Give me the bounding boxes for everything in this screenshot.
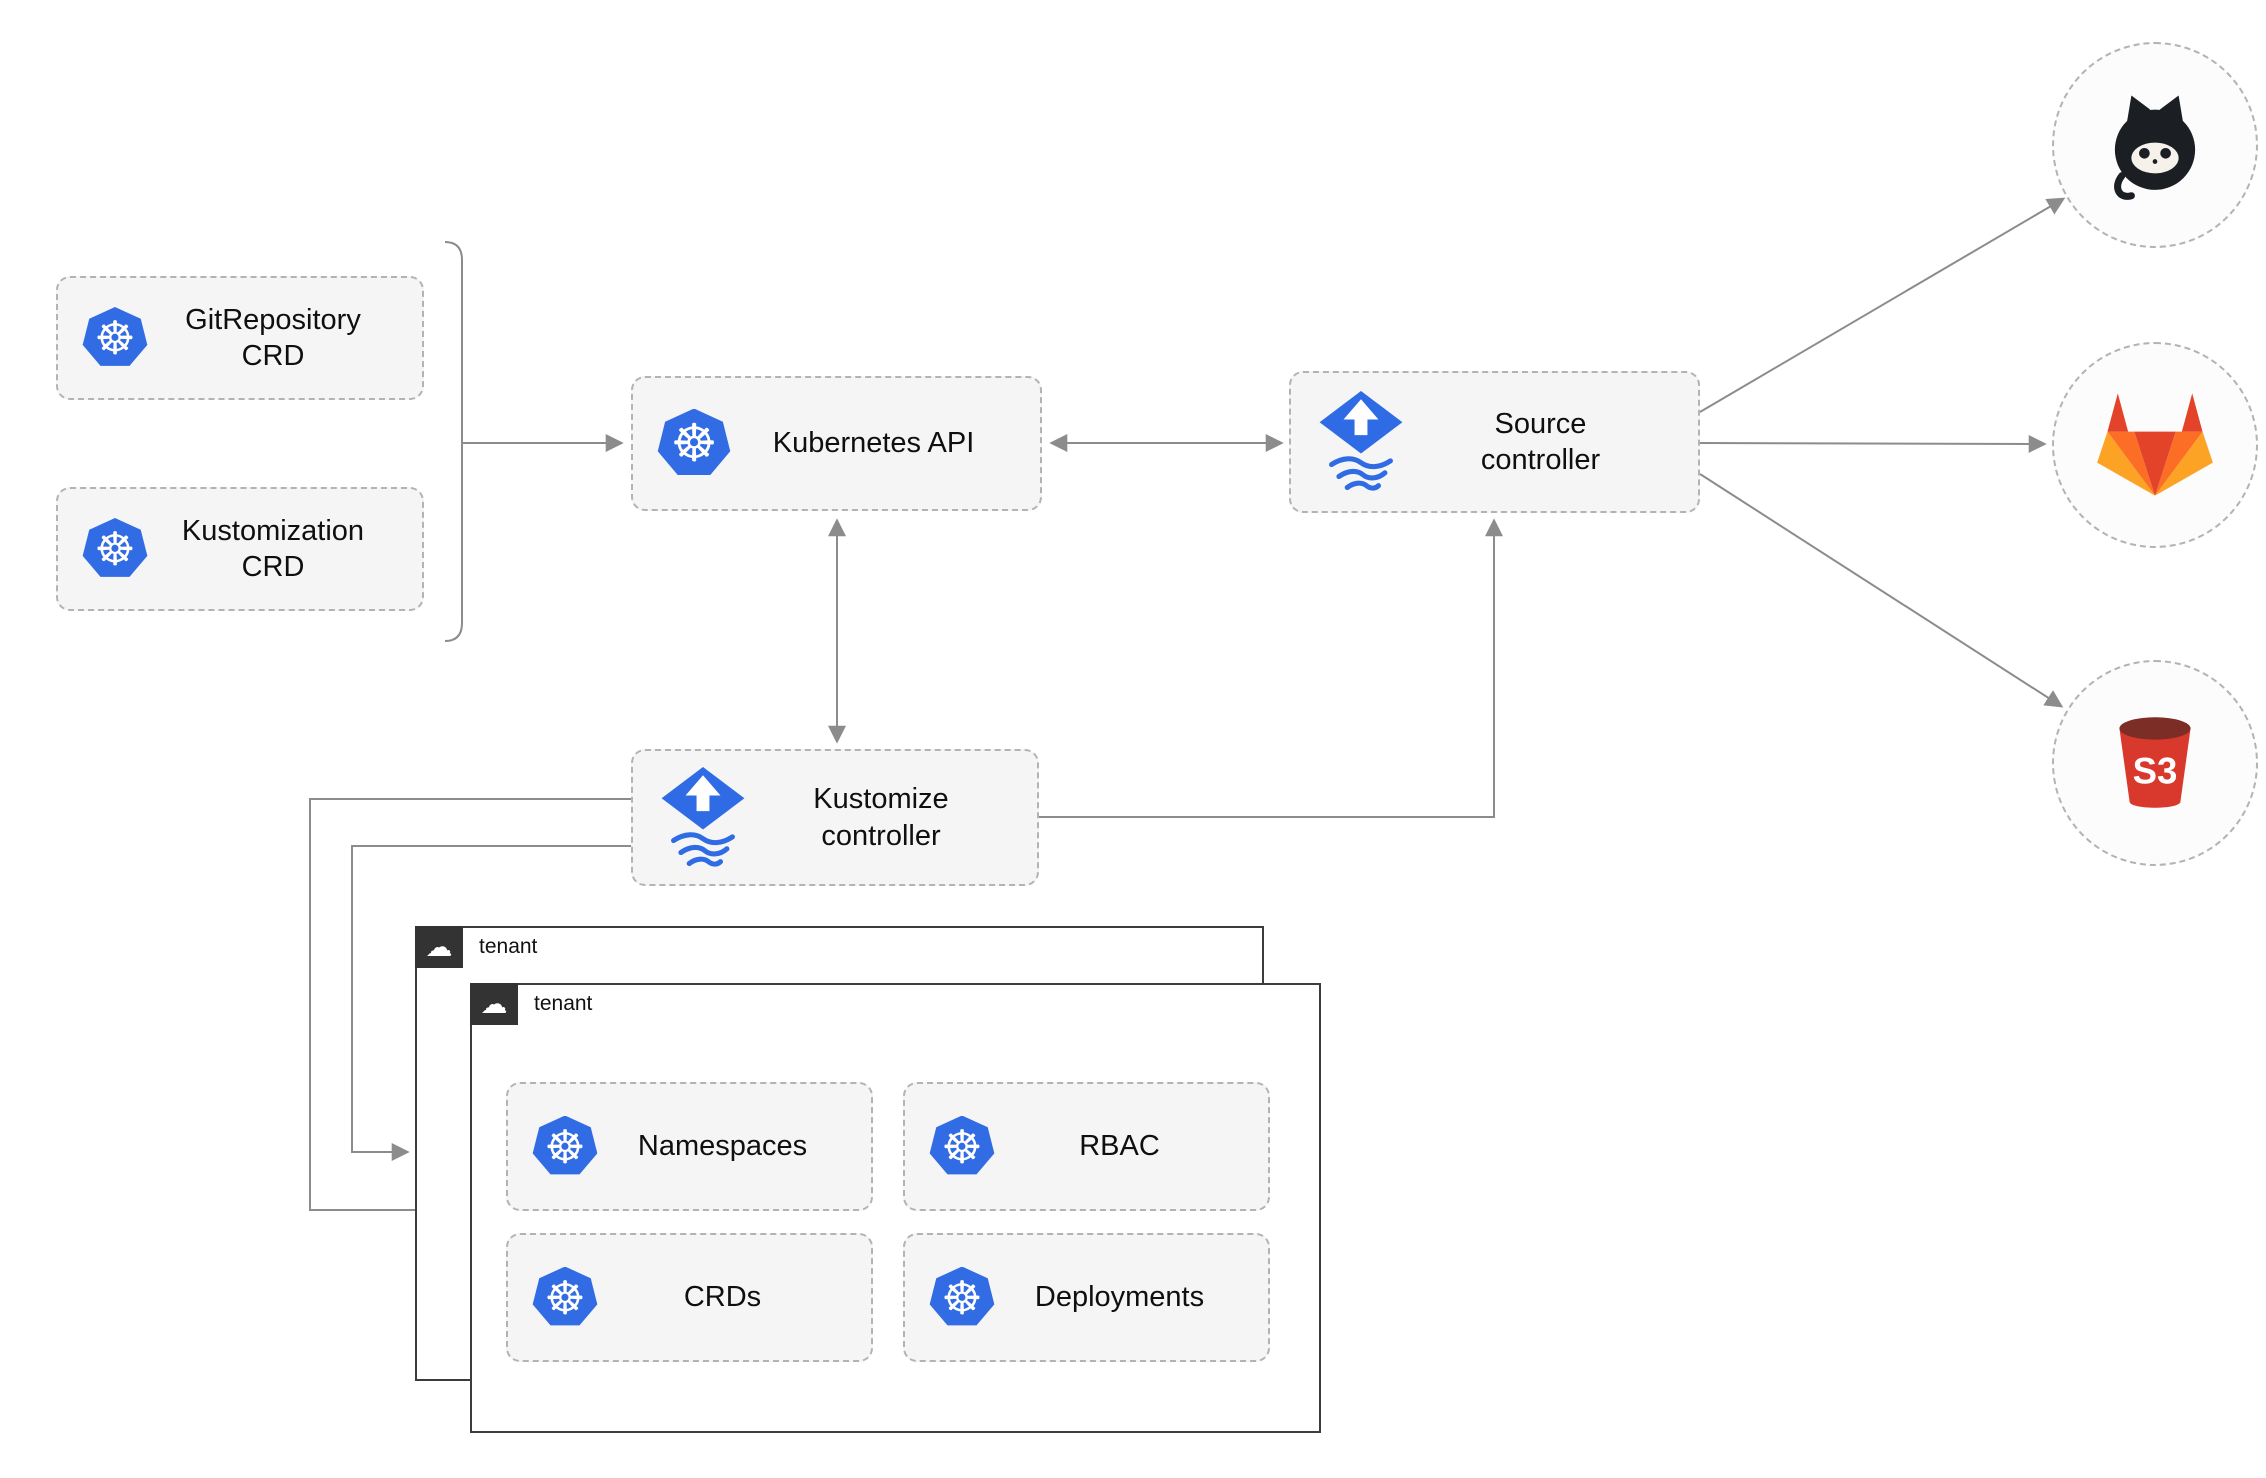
arrow-kustomize-to-tenant-front <box>309 798 631 1219</box>
kubernetes-icon: ☸ <box>657 408 731 475</box>
node-gitrepository-crd: ☸ GitRepository CRD <box>56 276 424 400</box>
s3-label: S3 <box>2133 750 2178 791</box>
kubernetes-icon: ☸ <box>82 307 148 366</box>
gitlab-icon <box>2097 393 2213 496</box>
crd-group-bracket <box>444 241 463 642</box>
kubernetes-icon: ☸ <box>82 518 148 577</box>
node-source-controller: Source controller <box>1289 371 1700 513</box>
node-deployments: ☸ Deployments <box>903 1233 1270 1362</box>
node-namespaces: ☸ Namespaces <box>506 1082 873 1211</box>
arrow-source-to-gitlab <box>1699 434 2047 453</box>
kubernetes-api-label: Kubernetes API <box>772 427 975 460</box>
tenant-front-label: tenant <box>534 992 593 1015</box>
kustomization-crd-label: Kustomization CRD <box>181 514 365 583</box>
node-kustomize-controller: Kustomize controller <box>631 749 1039 886</box>
node-crds: ☸ CRDs <box>506 1233 873 1362</box>
external-gitlab <box>2052 342 2258 548</box>
kubernetes-icon: ☸ <box>929 1266 995 1326</box>
arrow-source-to-github <box>1699 197 2066 413</box>
arrow-source-to-s3 <box>1699 473 2064 708</box>
github-icon <box>2114 95 2196 200</box>
source-controller-label: Source controller <box>1480 407 1601 476</box>
namespaces-label: Namespaces <box>637 1130 808 1163</box>
node-kubernetes-api: ☸ Kubernetes API <box>631 376 1042 511</box>
crds-label: CRDs <box>683 1281 762 1314</box>
rbac-label: RBAC <box>1079 1130 1160 1163</box>
arrow-kustomize-to-source <box>1039 518 1503 818</box>
flux-icon <box>1319 390 1403 491</box>
flux-icon <box>661 766 745 867</box>
deployments-label: Deployments <box>1034 1281 1205 1314</box>
node-kustomization-crd: ☸ Kustomization CRD <box>56 487 424 611</box>
cloud-icon: ☁ <box>470 983 518 1025</box>
cloud-icon: ☁ <box>415 926 463 968</box>
node-rbac: ☸ RBAC <box>903 1082 1270 1211</box>
gitrepository-crd-label: GitRepository CRD <box>185 303 361 372</box>
arrow-kustomize-to-tenant-back <box>351 845 631 1161</box>
s3-bucket-icon: S3 <box>2119 717 2191 808</box>
kubernetes-icon: ☸ <box>929 1115 995 1175</box>
tenant-back-label: tenant <box>479 935 538 958</box>
kustomize-controller-label: Kustomize controller <box>813 783 949 852</box>
kubernetes-icon: ☸ <box>532 1266 598 1326</box>
external-s3: S3 <box>2052 660 2258 866</box>
external-github <box>2052 42 2258 248</box>
kubernetes-icon: ☸ <box>532 1115 598 1175</box>
